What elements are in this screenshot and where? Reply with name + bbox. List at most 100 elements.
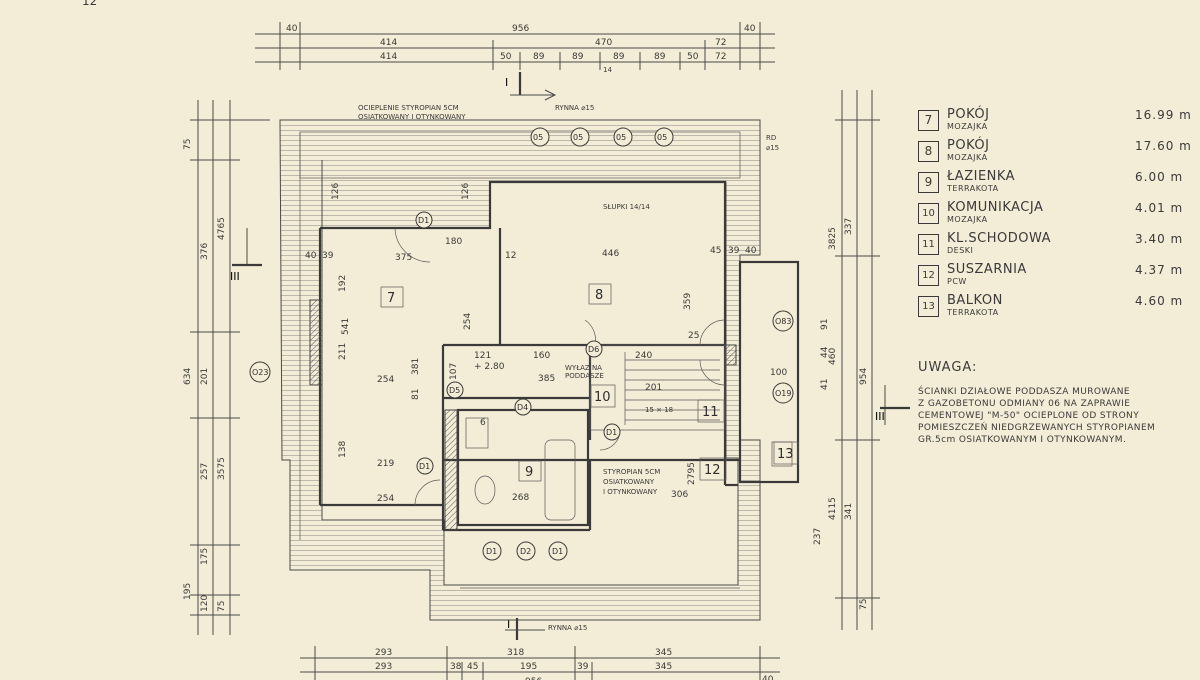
legend-row: 7 POKÓJ MOZAJKA 16.99 m	[915, 104, 1200, 135]
note-block: UWAGA: ŚCIANKI DZIAŁOWE PODDASZA MUROWAN…	[918, 360, 1200, 445]
insulation-label: OCIEPLENIE STYROPIAN 5CM	[358, 104, 459, 112]
dim-bottom-38: 38	[450, 662, 462, 672]
dim-top-89c: 89	[613, 52, 625, 62]
dim-r7-254: 254	[377, 375, 394, 385]
legend-room-number: 7	[918, 110, 939, 131]
marker-d1e: D1	[552, 547, 563, 556]
marker-d1d: D1	[486, 547, 497, 556]
legend-room-number: 11	[918, 234, 939, 255]
legend-room-finish: DESKI	[947, 246, 974, 255]
dim-x254: 254	[463, 313, 473, 330]
room-legend: 7 POKÓJ MOZAJKA 16.99 m 8 POKÓJ MOZAJKA …	[915, 104, 1200, 321]
dim-left-75b: 75	[217, 601, 227, 612]
dim-left-4765: 4765	[217, 217, 227, 240]
marker-d1b: D1	[606, 428, 617, 437]
dim-r7-180: 180	[445, 237, 462, 247]
legend-room-name: SUSZARNIA	[947, 262, 1027, 277]
right-dimensions: 3825 337 460 954 237 4115 341 75	[813, 90, 880, 630]
bathroom-fixtures	[465, 417, 576, 521]
dim-r7-211: 211	[338, 343, 348, 360]
dim-x25: 25	[688, 331, 699, 341]
dim-x126a: 126	[331, 183, 341, 200]
section-label-left: III	[230, 270, 240, 283]
legend-room-finish: MOZAJKA	[947, 215, 988, 224]
legend-room-number: 9	[918, 172, 939, 193]
dim-right-954: 954	[859, 368, 869, 385]
legend-row: 10 KOMUNIKACJA MOZAJKA 4.01 m	[915, 197, 1200, 228]
legend-room-area: 4.60 m	[1135, 294, 1184, 308]
room-numbers: 7 8 9 10 11 12 13	[380, 283, 799, 482]
plan-labels: OCIEPLENIE STYROPIAN 5CM OSIATKOWANY I O…	[358, 104, 779, 632]
dim-right-75: 75	[859, 599, 869, 610]
dim-r8-121: 121	[474, 351, 491, 361]
room-num-11: 11	[702, 405, 719, 420]
dim-left-75: 75	[183, 139, 193, 150]
interior-dimensions: 375 254 541 192 211 138 219 254 180 446 …	[305, 183, 830, 504]
legend-row: 9 ŁAZIENKA TERRAKOTA 6.00 m	[915, 166, 1200, 197]
dim-left-634: 634	[183, 368, 193, 385]
styro-label-2: OSIATKOWANY	[603, 478, 655, 486]
legend-room-name: KOMUNIKACJA	[947, 200, 1044, 215]
dim-bottom-293b: 293	[375, 662, 392, 672]
note-line: GR.5cm OSIATKOWANYM I OTYNKOWANYM.	[918, 435, 1127, 445]
dim-x81: 81	[411, 389, 421, 400]
legend-room-finish: MOZAJKA	[947, 122, 988, 131]
dim-left-3575: 3575	[217, 457, 227, 480]
dim-r8-240: 240	[635, 351, 652, 361]
dim-top-89b: 89	[572, 52, 584, 62]
dim-bottom-956: 956	[525, 677, 542, 680]
marker-05b: 05	[573, 133, 583, 142]
legend-room-finish: PCW	[947, 277, 967, 286]
room-num-13: 13	[777, 447, 794, 462]
dim-left-195: 195	[183, 583, 193, 600]
dim-x39b: 39	[728, 246, 740, 256]
dim-bottom-318: 318	[507, 648, 524, 658]
legend-row: 12 SUSZARNIA PCW 4.37 m	[915, 259, 1200, 290]
marker-d1c: D1	[419, 462, 430, 471]
legend-row: 11 KL.SCHODOWA DESKI 3.40 m	[915, 228, 1200, 259]
legend-room-area: 4.37 m	[1135, 263, 1184, 277]
section-marker-top: I	[505, 72, 557, 101]
dim-bottom-195: 195	[520, 662, 537, 672]
dim-left-120: 120	[200, 595, 210, 612]
dim-bottom-40: 40	[762, 675, 774, 680]
legend-room-name: BALKON	[947, 293, 1003, 308]
legend-room-name: ŁAZIENKA	[947, 169, 1016, 184]
dim-bottom-39: 39	[577, 662, 589, 672]
dim-c-385: 385	[538, 374, 555, 384]
legend-room-area: 17.60 m	[1135, 139, 1192, 153]
top-dimensions: 40 956 40 414 470 72 414 50 89 89 89 89 …	[255, 22, 775, 74]
legend-row: 8 POKÓJ MOZAJKA 17.60 m	[915, 135, 1200, 166]
legend-room-finish: TERRAKOTA	[947, 308, 999, 317]
dim-bottom-345: 345	[655, 648, 672, 658]
dim-top-40a: 40	[286, 24, 298, 34]
dim-r7-375: 375	[395, 253, 412, 263]
dim-x44: 44	[820, 346, 830, 358]
legend-row: 13 BALKON TERRAKOTA 4.60 m	[915, 290, 1200, 321]
section-marker-right: III	[875, 385, 910, 425]
marker-d4: D4	[517, 403, 528, 412]
section-label-right: III	[875, 410, 885, 423]
legend-room-area: 3.40 m	[1135, 232, 1184, 246]
marker-o83: O83	[775, 317, 791, 326]
dim-x126b: 126	[461, 183, 471, 200]
stair-size-label: 15 × 18	[645, 406, 673, 414]
dim-r7-541: 541	[341, 318, 351, 335]
dim-x12: 12	[505, 251, 516, 261]
legend-room-number: 12	[918, 265, 939, 286]
dim-left-257: 257	[200, 463, 210, 480]
legend-room-number: 10	[918, 203, 939, 224]
marker-d2: D2	[520, 547, 531, 556]
dim-c-268: 268	[512, 493, 529, 503]
styro-label: STYROPIAN 5CM	[603, 468, 660, 476]
dim-r7-254b: 254	[377, 494, 394, 504]
attic-exit-label: WYŁAZ NA	[565, 364, 602, 372]
legend-room-area: 16.99 m	[1135, 108, 1192, 122]
legend-room-area: 4.01 m	[1135, 201, 1184, 215]
legend-room-name: POKÓJ	[947, 138, 990, 153]
dim-right-341: 341	[844, 503, 854, 520]
opening-markers: 05 05 05 05 D1 D6 D5 D4 D1 D1 D1 D2 D1 O…	[249, 127, 794, 561]
roof-outline	[279, 119, 761, 621]
gutter-bottom-label: RYNNA ⌀15	[548, 624, 587, 632]
legend-room-name: POKÓJ	[947, 107, 990, 122]
